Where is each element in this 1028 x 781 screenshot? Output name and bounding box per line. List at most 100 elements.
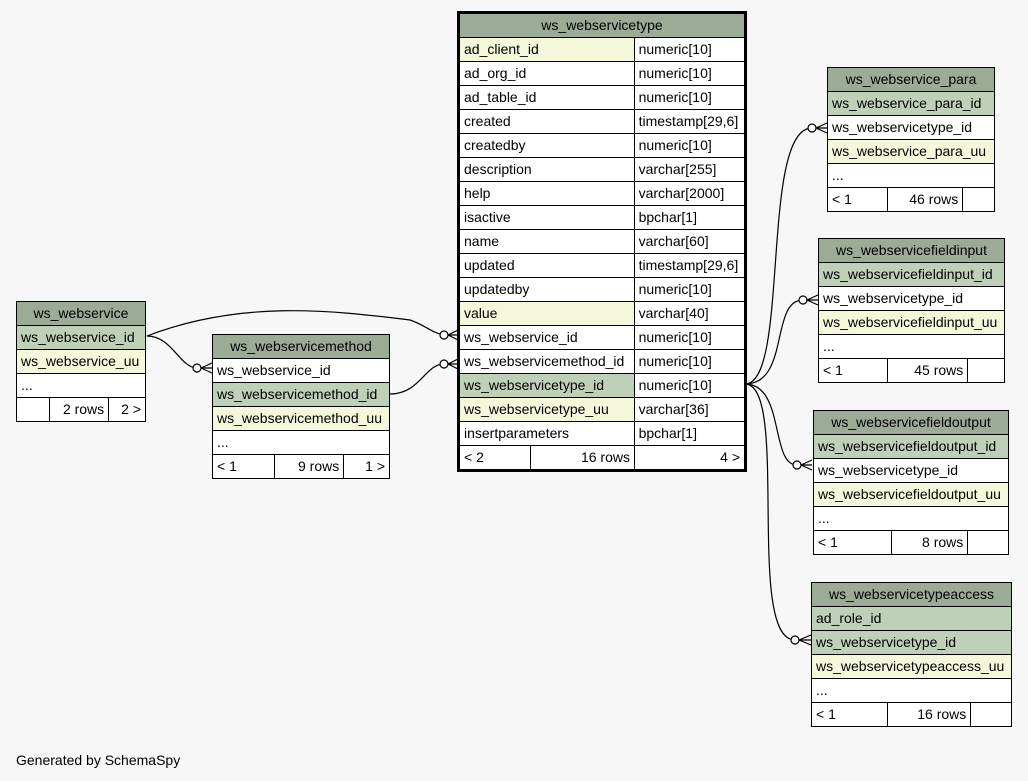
table-column-row[interactable]: ws_webservicetype_id [818,286,1005,311]
marker-circle [439,359,449,369]
edge-webservicemethod-to-webservicetype [389,363,445,395]
column-name: ws_webservicetype_id [818,286,1005,311]
children-link[interactable] [962,187,995,212]
children-link[interactable]: 1 > [343,454,390,479]
table-header[interactable]: ws_webservicefieldoutput [813,410,1009,435]
column-name: name [459,229,635,254]
table-column-row[interactable]: ws_webservicetype_id [811,630,1012,655]
children-link[interactable] [967,530,1009,555]
children-link[interactable] [970,702,1012,727]
column-name: ... [813,506,1009,531]
crowfoot-marker [815,122,828,134]
table-column-row[interactable]: ... [818,334,1005,359]
parents-link[interactable] [15,397,51,422]
column-name: isactive [459,205,635,230]
table-column-row[interactable]: ... [811,678,1012,703]
column-name: ws_webservice_id [459,325,635,350]
table-column-row[interactable]: ws_webservice_para_id [827,91,995,116]
table-header[interactable]: ws_webservicetype [459,13,745,38]
table-header[interactable]: ws_webservicemethod [212,334,390,359]
parents-link[interactable]: < 1 [827,187,888,212]
column-type: numeric[10] [633,349,746,374]
column-name: ws_webservice_id [16,325,146,350]
table-column-row[interactable]: ... [16,373,146,398]
column-type: timestamp[29,6] [633,253,746,278]
table-header[interactable]: ws_webservice_para [827,67,995,92]
parents-link[interactable]: < 1 [813,530,892,555]
table-column-row[interactable]: ... [212,430,390,455]
table-column-row[interactable]: ws_webservice_uu [16,349,146,374]
crowfoot-marker [200,362,213,374]
row-count: 8 rows [890,530,969,555]
marker-circle [192,363,202,373]
table-column-row[interactable]: ws_webservicetype_id [813,458,1009,483]
marker-circle [807,123,817,133]
row-count: 16 rows [886,702,972,727]
table-header[interactable]: ws_webservicefieldinput [818,238,1005,263]
edge-webservice-to-webservicetype [146,310,445,337]
table-column-row[interactable]: ws_webservicetypeaccess_uu [811,654,1012,679]
table-column-row[interactable]: ws_webservicefieldinput_id [818,262,1005,287]
edge-webservicetype-to-fieldoutput [744,383,798,466]
children-link[interactable]: 4 > [634,446,744,469]
column-name: ws_webservicetype_uu [459,397,635,422]
table-column-row[interactable]: ... [827,163,995,188]
row-count: 9 rows [273,454,345,479]
children-link[interactable] [967,358,1005,383]
table-column-row[interactable]: ws_webservicetype_id [827,115,995,140]
table-header[interactable]: ws_webservicetypeaccess [811,582,1012,607]
children-link[interactable]: 2 > [108,397,146,422]
parents-link[interactable]: < 2 [464,449,484,465]
column-type: varchar[60] [633,229,746,254]
marker-circle [790,635,800,645]
table-column-row[interactable]: ... [813,506,1009,531]
table-column-row[interactable]: ws_webservicemethod_id [212,382,390,407]
table-column-row[interactable]: ws_webservicemethod_uu [212,406,390,431]
row-count: 16 rows [530,446,634,469]
crowfoot-marker [798,634,812,646]
table-column-row[interactable]: ws_webservice_id [16,325,146,350]
table-column-row[interactable]: ws_webservicefieldoutput_uu [813,482,1009,507]
table-column-row[interactable]: ws_webservicefieldoutput_id [813,434,1009,459]
parents-link[interactable]: < 1 [818,358,888,383]
column-name: ad_client_id [459,37,635,62]
column-name: created [459,109,635,134]
parents-link[interactable]: < 1 [811,702,888,727]
column-name: help [459,181,635,206]
table-column-row[interactable]: ws_webservice_para_uu [827,139,995,164]
table-column-row[interactable]: ws_webservicefieldinput_uu [818,310,1005,335]
parents-link[interactable]: < 1 [212,454,275,479]
table-header[interactable]: ws_webservice [16,301,146,326]
column-name: createdby [459,133,635,158]
table-column-row[interactable]: ad_role_id [811,606,1012,631]
table-column-row[interactable]: ws_webservice_id [212,358,390,383]
